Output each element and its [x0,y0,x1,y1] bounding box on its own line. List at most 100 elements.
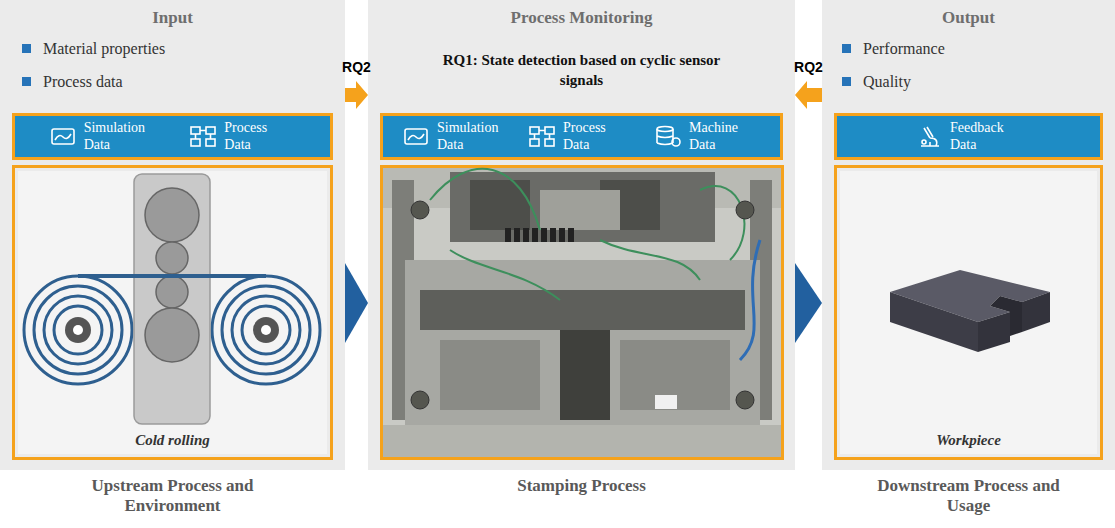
stamping-machine-photo-part [405,260,760,425]
bullet-marker [842,77,851,86]
data-icon [654,124,682,149]
illustration-frame: Cold rolling [12,165,333,460]
stamping-machine-photo-part-part [736,391,754,409]
coil-part [44,296,112,364]
stamping-machine-photo-part [383,168,781,208]
roll-part [145,188,199,242]
stamping-machine-photo-part [420,290,745,330]
stamping-machine-photo-part [523,228,529,242]
workpiece-illustration-part [890,292,978,352]
data-icon [915,124,943,149]
stamping-machine-photo-part-part [430,169,540,230]
coil-part [54,306,102,354]
stamping-machine-photo-part [550,228,556,242]
coil-hub-part [253,317,279,343]
cold-rolling-illustration [18,171,327,454]
coil-part [212,276,320,384]
panel-heading: Input [152,8,193,27]
stamping-machine-photo-part [740,240,760,360]
illustration-frame: Workpiece [834,165,1103,460]
bullet-text: Process data [43,73,123,91]
stamping-machine-photo-part [655,395,677,409]
stamping-machine-photo-part [430,169,744,300]
coil-hub-part [261,325,271,335]
stamping-machine-photo-part [568,228,574,242]
stamping-machine-photo-part [382,167,783,459]
stamping-machine-photo-part [559,228,565,242]
workpiece-illustration [840,171,1097,454]
stamping-machine-photo-part [541,228,547,242]
coil-part [232,296,300,364]
bullet-text: Performance [863,40,945,58]
stamping-machine-photo-part [600,180,660,230]
roll-part [156,276,188,308]
metal-strip [78,274,266,278]
bullet-text: Material properties [43,40,165,58]
workpiece-illustration-part [840,171,1097,454]
data-icon [402,124,430,149]
process-stage-panel: OutputPerformanceQualityDownstream Proce… [822,0,1115,470]
workpiece-illustration-part [978,312,1010,352]
data-source-label: Feedback Data [950,120,1022,152]
stamping-machine-photo [382,167,783,459]
stamping-machine-photo-part-part [700,186,744,260]
stamping-machine-photo-part [411,201,754,409]
stage-caption: Upstream Process and Environment [90,476,255,517]
data-source-label: Machine Data [689,120,761,152]
data-source-band: Feedback Data [834,113,1103,160]
research-arrow [345,81,368,109]
coil [24,276,320,384]
data-source-label: Process Data [563,120,635,152]
flow-chevron [795,263,822,343]
stamping-machine-photo-part-part [411,201,429,219]
stamping-machine-photo-part [470,180,530,230]
data-icon [49,124,77,149]
coil-part [34,286,122,374]
panel-heading: Output [942,8,995,27]
bullet-marker [22,77,31,86]
process-stage-panel: Process MonitoringRQ1: State detection b… [368,0,795,470]
stamping-machine-photo-part [560,330,610,420]
stamping-machine-photo-part-part [411,391,429,409]
data-source-label: Simulation Data [84,120,156,152]
stamping-machine-photo-part [440,340,540,410]
cold-rolling-illustration-part [18,171,327,454]
panel-heading: Process Monitoring [511,8,653,27]
coil-part [242,306,290,354]
roll-part [156,242,188,274]
stamping-machine-photo-part [450,172,715,242]
roll [145,188,199,362]
illustration-label: Workpiece [936,432,1001,448]
stamping-machine-photo-part [620,340,730,410]
bullet-marker [842,44,851,53]
research-question: RQ1: State detection based on cyclic sen… [443,52,720,88]
workpiece-illustration-part [890,270,1050,322]
stamping-machine-photo-part [514,228,520,242]
coil-hub-part [65,317,91,343]
workpiece-illustration-part [1022,292,1050,332]
roll-part [145,308,199,362]
stamping-machine-photo-part [540,190,620,230]
coil-part [222,286,310,374]
data-source-band: Simulation Data Process Data Machine Data [380,113,783,160]
workpiece-illustration-part [990,296,1022,336]
coil-hub [65,317,279,343]
stamping-machine-photo-part [505,228,511,242]
bullet-marker [22,44,31,53]
edge-label: RQ2 [342,59,371,75]
process-stage-panel: InputMaterial propertiesProcess dataUpst… [0,0,345,470]
stamping-machine-photo-part [532,228,538,242]
data-source-label: Process Data [224,120,296,152]
stamping-machine-photo-part-part [600,240,700,280]
research-arrow [795,81,822,109]
data-source-band: Simulation Data Process Data [12,113,333,160]
data-source-label: Simulation Data [437,120,509,152]
stamping-machine-photo-part [750,180,772,420]
stamping-machine-photo-part-part [450,250,560,300]
flow-chevron [345,263,368,343]
stage-caption: Stamping Process [517,476,646,496]
bullet-text: Quality [863,73,911,91]
stamping-machine-photo-part [383,425,781,457]
roll-stand [134,174,210,424]
